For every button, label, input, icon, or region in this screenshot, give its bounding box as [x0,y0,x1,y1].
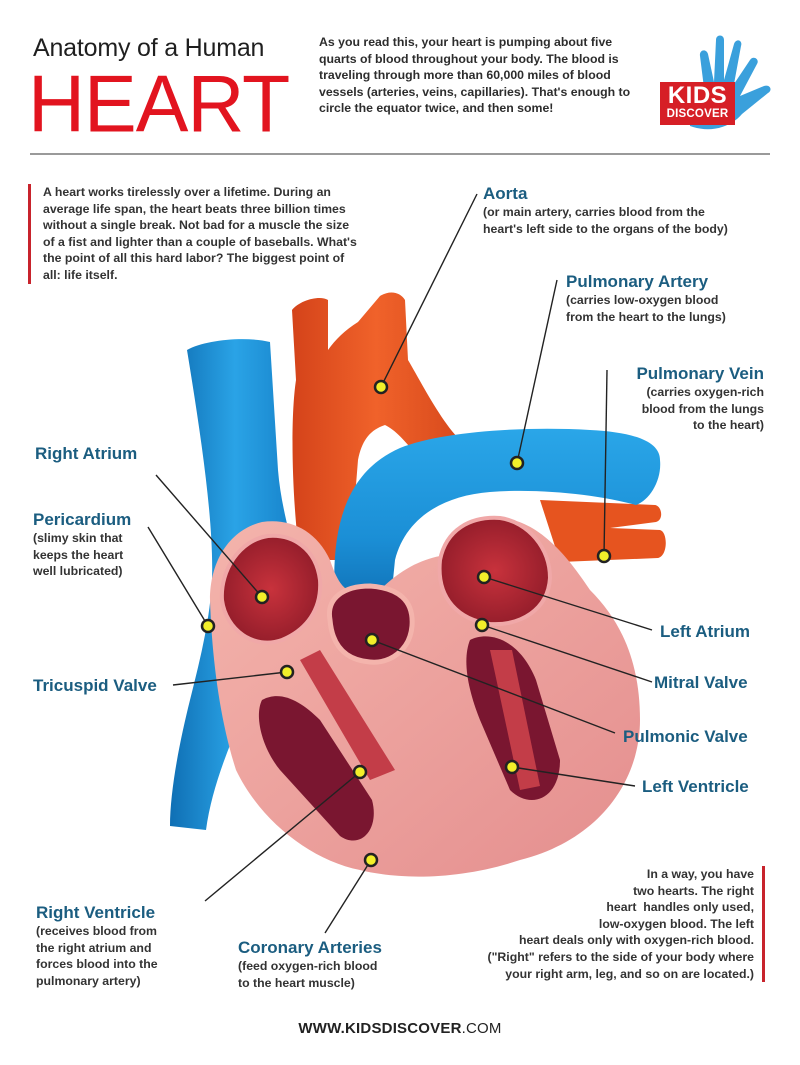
intro-paragraph: As you read this, your heart is pumping … [319,35,631,116]
label-desc: (receives blood from [36,924,157,938]
label-desc: (slimy skin that [33,531,123,545]
label-title: Pulmonary Vein [636,364,764,383]
label-desc: to the heart muscle) [238,975,355,990]
label-desc: from the heart to the lungs) [566,309,726,324]
note-line: In a way, you have [646,867,754,881]
pulmonary-vein-vessel [540,500,666,562]
label-title: Aorta [483,184,528,203]
note-line: your right arm, leg, and so on are locat… [505,966,754,981]
label-title: Coronary Arteries [238,938,382,957]
pulmonary-artery-vessel [334,428,661,610]
two-hearts-note: In a way, you have two hearts. The right… [440,866,765,983]
label-desc: forces blood into the [36,957,158,972]
pulmonic-valve-pocket [326,583,415,665]
label-title: Right Ventricle [36,903,156,922]
url-domain: WWW.KIDSDISCOVER [298,1020,462,1037]
label-desc: (carries low-oxygen blood [566,293,719,307]
note-line: heart deals only with oxygen-rich blood. [518,933,754,948]
right-atrium-chamber [219,533,323,645]
label-right-ventricle: Right Ventricle (receives blood from the… [36,903,158,989]
label-title: Pericardium [33,510,132,529]
label-desc: heart's left side to the organs of the b… [483,221,728,236]
website-link[interactable]: WWW.KIDSDISCOVER.COM [0,1020,800,1037]
lifetime-note: A heart works tirelessly over a lifetime… [28,184,358,284]
note-line: low-oxygen blood. The left [598,916,754,931]
logo-kids-text: KIDS [667,82,728,109]
septal-band [300,650,395,780]
label-coronary-arteries: Coronary Arteries (feed oxygen-rich bloo… [238,938,382,991]
label-aorta: Aorta (or main artery, carries blood fro… [483,184,728,237]
label-pulmonic-valve: Pulmonic Valve [623,727,748,746]
label-desc: keeps the heart [33,547,124,562]
label-desc: (feed oxygen-rich blood [238,959,378,973]
note-line: two hearts. The right [633,883,754,898]
leader-lines [147,193,653,934]
label-desc: (carries oxygen-rich [646,385,764,399]
aorta-vessel [292,292,460,560]
label-mitral-valve: Mitral Valve [654,673,748,692]
page-subtitle: Anatomy of a Human [33,34,265,62]
label-title: Pulmonary Artery [566,272,709,291]
url-tld: .COM [461,1020,502,1037]
logo-discover-text: DISCOVER [666,108,729,120]
label-left-atrium: Left Atrium [660,622,751,641]
label-pulmonary-vein: Pulmonary Vein (carries oxygen-rich bloo… [612,364,764,434]
label-right-atrium: Right Atrium [35,444,138,463]
note-line: ("Right" refers to the side of your body… [487,949,754,964]
label-pericardium: Pericardium (slimy skin that keeps the h… [33,510,131,580]
left-ventricle-band [490,650,540,790]
label-desc: to the heart) [692,418,764,433]
header-divider [30,153,770,155]
label-tricuspid-valve: Tricuspid Valve [33,676,157,695]
kids-discover-logo: KIDS DISCOVER [660,26,780,141]
label-pulmonary-artery: Pulmonary Artery (carries low-oxygen blo… [566,272,726,325]
label-desc: (or main artery, carries blood from the [483,205,705,219]
logo-badge: KIDS DISCOVER [660,82,735,125]
label-left-ventricle: Left Ventricle [642,777,749,796]
label-desc: the right atrium and [36,940,152,955]
label-desc: blood from the lungs [641,401,764,416]
left-atrium-chamber [437,515,553,627]
marker-dots [200,379,612,868]
note-line: heart handles only used, [606,900,754,915]
right-ventricle-chamber [258,696,374,841]
label-desc: well lubricated) [33,564,123,579]
page-title: HEART [28,58,290,149]
label-desc: pulmonary artery) [36,973,141,988]
